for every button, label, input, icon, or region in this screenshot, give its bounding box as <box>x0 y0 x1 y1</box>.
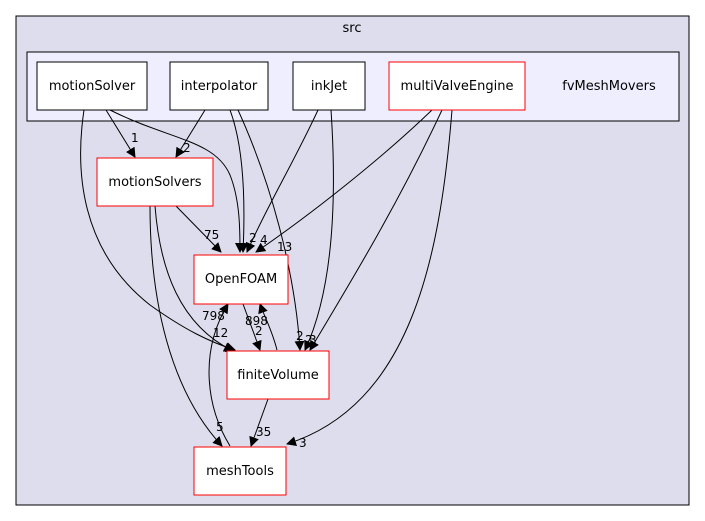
edge-inkJet-OpenFOAM[interactable] <box>245 109 319 253</box>
node-finiteVolume-label: finiteVolume <box>237 368 319 383</box>
node-motionSolvers-label: motionSolvers <box>108 175 201 190</box>
edge-multiValveEngine-finiteVolume[interactable] <box>309 109 443 351</box>
node-meshTools[interactable]: meshTools <box>193 446 287 496</box>
edge-label-OpenFOAM-finiteVolume: 2 <box>255 324 263 338</box>
cluster-fvMeshMovers-label: fvMeshMovers <box>562 79 656 94</box>
edge-label-motionSolver-motionSolvers: 1 <box>131 131 139 145</box>
edge-interpolator-OpenFOAM[interactable] <box>229 109 249 253</box>
edge-multiValveEngine-OpenFOAM[interactable] <box>255 109 433 253</box>
edge-label-interpolator-OpenFOAM: 2 <box>249 231 257 245</box>
node-interpolator-label: interpolator <box>181 79 258 94</box>
node-multiValveEngine[interactable]: multiValveEngine <box>388 61 526 111</box>
node-motionSolver[interactable]: motionSolver <box>36 61 148 111</box>
edge-motionSolvers-finiteVolume[interactable] <box>154 205 234 352</box>
edge-label-motionSolvers-OpenFOAM: 75 <box>204 228 219 242</box>
edges <box>80 109 453 447</box>
edge-meshTools-OpenFOAM[interactable] <box>208 303 231 447</box>
edge-label-finiteVolume-OpenFOAM: 898 <box>245 314 268 328</box>
edge-label-multiValveEngine-meshTools: 3 <box>299 436 307 450</box>
edge-label-multiValveEngine-finiteVolume: 3 <box>309 333 317 347</box>
edge-finiteVolume-OpenFOAM[interactable] <box>258 303 278 351</box>
edge-label-finiteVolume-meshTools: 35 <box>256 425 271 439</box>
edge-motionSolver-OpenFOAM[interactable] <box>109 109 245 253</box>
edge-label-inkJet-finiteVolume: 2 <box>305 333 313 347</box>
edge-motionSolver-motionSolvers[interactable] <box>105 109 136 158</box>
node-inkJet-label: inkJet <box>311 79 347 94</box>
edge-label-interpolator-motionSolvers: 2 <box>183 141 191 155</box>
node-OpenFOAM-label: OpenFOAM <box>205 272 277 287</box>
edge-label-multiValveEngine-OpenFOAM: 13 <box>277 240 292 254</box>
edge-label-meshTools-OpenFOAM: 798 <box>202 309 225 323</box>
node-inkJet[interactable]: inkJet <box>292 61 366 111</box>
edge-OpenFOAM-finiteVolume[interactable] <box>242 303 262 351</box>
node-interpolator[interactable]: interpolator <box>169 61 269 111</box>
edge-interpolator-finiteVolume[interactable] <box>237 109 305 351</box>
edge-interpolator-motionSolvers[interactable] <box>175 109 206 158</box>
node-meshTools-label: meshTools <box>206 464 274 479</box>
edge-label-interpolator-finiteVolume: 2 <box>296 329 304 343</box>
node-motionSolvers[interactable]: motionSolvers <box>96 157 214 207</box>
node-motionSolver-label: motionSolver <box>49 79 136 94</box>
edge-inkJet-finiteVolume[interactable] <box>304 109 334 351</box>
edge-finiteVolume-meshTools[interactable] <box>249 398 269 447</box>
edge-label-motionSolvers-meshTools: 5 <box>216 420 224 434</box>
edge-label-motionSolvers-finiteVolume: 12 <box>213 326 228 340</box>
edge-motionSolvers-meshTools[interactable] <box>149 205 223 447</box>
edge-multiValveEngine-meshTools[interactable] <box>286 109 453 447</box>
edge-labels: 1 2 2 4 13 75 2 2 3 12 2 898 798 5 35 3 <box>131 131 317 450</box>
edge-motionSolver-finiteVolume[interactable] <box>80 109 236 353</box>
edge-motionSolvers-OpenFOAM[interactable] <box>175 205 222 253</box>
cluster-src-label: src <box>343 21 362 36</box>
node-multiValveEngine-label: multiValveEngine <box>401 79 514 94</box>
node-finiteVolume[interactable]: finiteVolume <box>226 350 330 400</box>
node-OpenFOAM[interactable]: OpenFOAM <box>193 254 289 305</box>
edge-label-inkJet-OpenFOAM: 4 <box>260 233 268 247</box>
